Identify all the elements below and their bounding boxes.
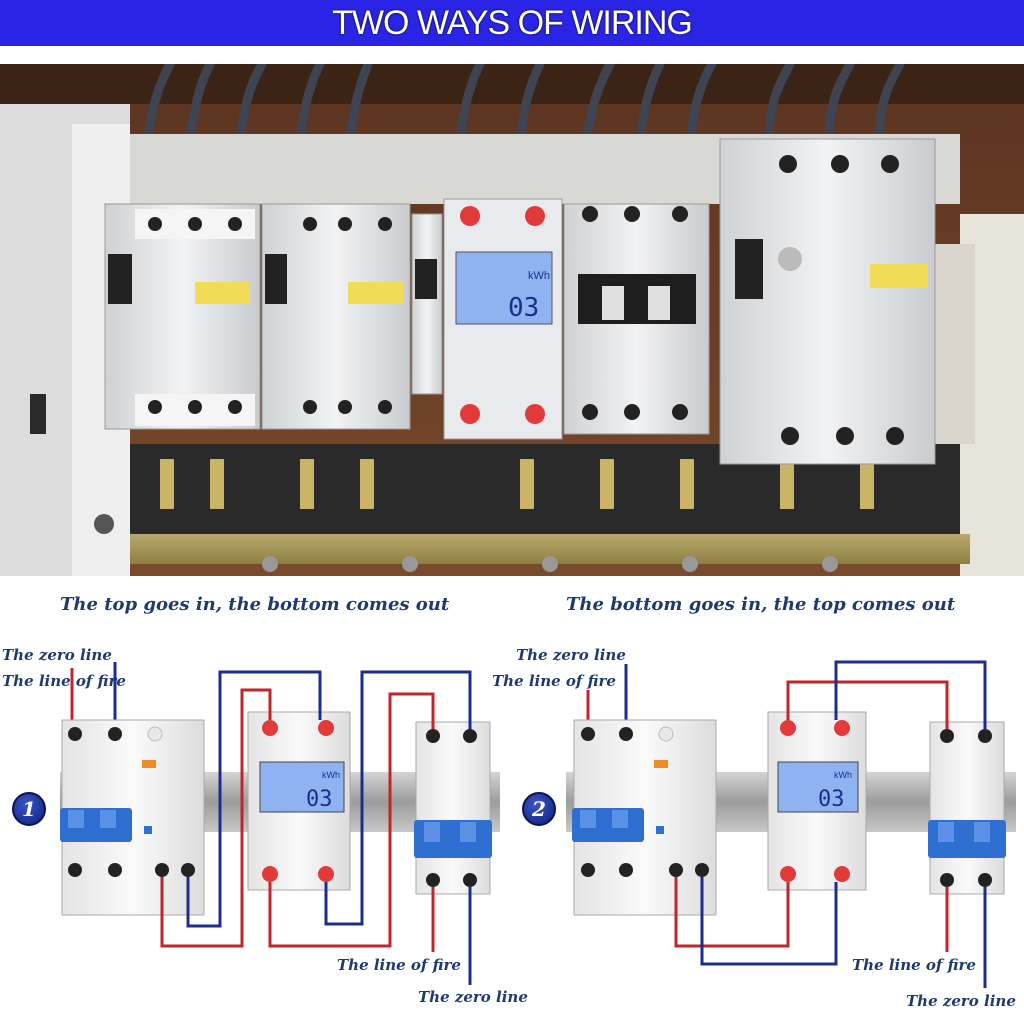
d1-rcbo-breaker [60, 719, 205, 916]
photo-meter-unit: kWh [528, 270, 550, 282]
d2-zero-rcbo-to-meter [700, 877, 838, 966]
caption-top-in-bottom-out: The top goes in, the bottom comes out [60, 594, 450, 615]
d1-fire-meter-to-mcb [268, 692, 435, 948]
d2-label-fire-bottom: The line of fire [852, 956, 976, 974]
d2-rcbo-breaker [572, 719, 717, 916]
d2-label-zero-top: The zero line [516, 646, 626, 664]
banner-title: TWO WAYS OF WIRING [332, 3, 693, 42]
d1-fire-rcbo-to-meter [160, 688, 272, 948]
d1-mcb-breaker [414, 721, 492, 895]
d2-meter-unit: kWh [834, 770, 852, 780]
d2-mcb-breaker [928, 721, 1006, 895]
d1-zero-meter-to-mcb [324, 670, 472, 926]
photo-meter-value: 03 [508, 293, 539, 323]
d2-label-fire-top: The line of fire [492, 672, 616, 690]
diagram-1: kWh 03 [60, 662, 500, 985]
d2-fire-rcbo-to-meter [674, 877, 790, 948]
d1-energy-meter: kWh 03 [247, 711, 351, 891]
title-banner: TWO WAYS OF WIRING [0, 0, 1024, 46]
d2-label-zero-bottom: The zero line [906, 992, 1016, 1010]
panel-photo: kWh 03 [0, 64, 1024, 576]
d1-meter-value: 03 [306, 787, 333, 812]
wiring-diagrams: kWh 03 [60, 660, 1016, 988]
d1-meter-unit: kWh [322, 770, 340, 780]
d1-label-fire-top: The line of fire [2, 672, 126, 690]
d2-number-badge: 2 [522, 792, 556, 826]
d1-label-zero-top: The zero line [2, 646, 112, 664]
d1-label-fire-bottom: The line of fire [337, 956, 461, 974]
d2-meter-value: 03 [818, 787, 845, 812]
d1-number-badge: 1 [12, 792, 46, 826]
d2-fire-meter-to-mcb [786, 680, 949, 729]
diagram-2: kWh 03 [566, 660, 1016, 988]
d1-zero-rcbo-to-meter [186, 670, 322, 928]
caption-bottom-in-top-out: The bottom goes in, the top comes out [566, 594, 956, 615]
d2-zero-meter-to-mcb [834, 660, 987, 729]
panel-photo-drawing: kWh 03 [0, 64, 1024, 576]
d2-energy-meter: kWh 03 [767, 711, 867, 891]
d1-label-zero-bottom: The zero line [418, 988, 528, 1006]
